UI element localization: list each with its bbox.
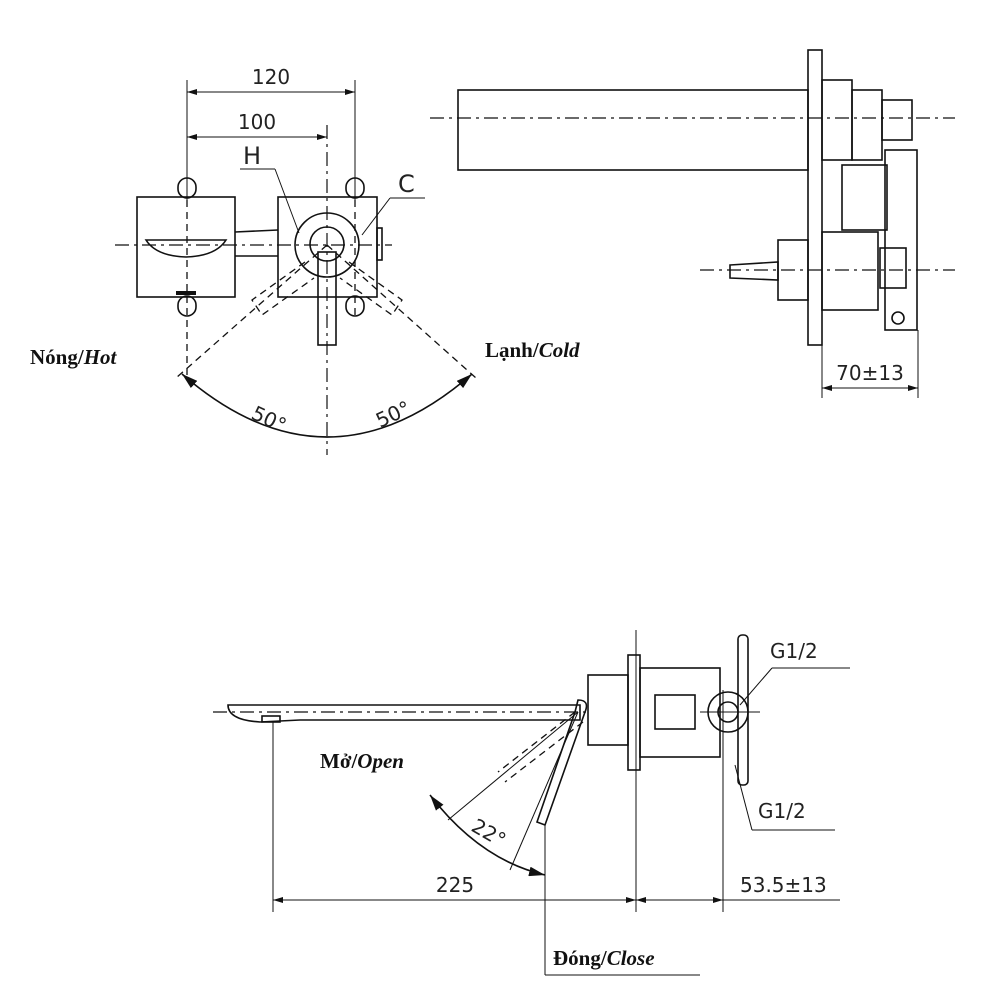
hot-marker: H xyxy=(243,142,261,170)
close-label: Đóng/Close xyxy=(553,946,655,970)
spout-profile xyxy=(227,704,581,723)
handle-base xyxy=(294,212,360,278)
thread-bottom: G1/2 xyxy=(758,799,806,823)
side-view-top: 70±13 xyxy=(430,49,955,398)
lever-handle xyxy=(317,251,337,346)
hot-label: Nóng/Hot xyxy=(30,345,118,369)
lever-side xyxy=(535,699,588,827)
angle-right: 50° xyxy=(372,396,414,433)
wall-plate xyxy=(807,49,823,346)
wall-plate xyxy=(737,634,749,786)
open-label: Mở/Open xyxy=(320,749,404,773)
cold-marker: C xyxy=(398,170,415,198)
dim-center-distance: 100 xyxy=(238,110,276,134)
lever-angle: 22° xyxy=(468,814,511,853)
cold-label: Lạnh/Cold xyxy=(485,338,580,362)
depth-dim-top: 70±13 xyxy=(836,361,904,385)
depth-dim-bottom: 53.5±13 xyxy=(740,873,827,897)
side-view-bottom: 22° G1/2 G1/2 225 53.5±13 Mở/Open Đóng/C… xyxy=(213,630,850,976)
spout-plate xyxy=(136,196,236,298)
thread-top: G1/2 xyxy=(770,639,818,663)
dim-total-width: 120 xyxy=(252,65,290,89)
spout-outlet xyxy=(144,239,228,258)
spout-body xyxy=(457,89,809,171)
mounting-lugs xyxy=(177,177,365,317)
front-view: 120 100 H C xyxy=(30,65,580,455)
spout-length-dim: 225 xyxy=(436,873,474,897)
